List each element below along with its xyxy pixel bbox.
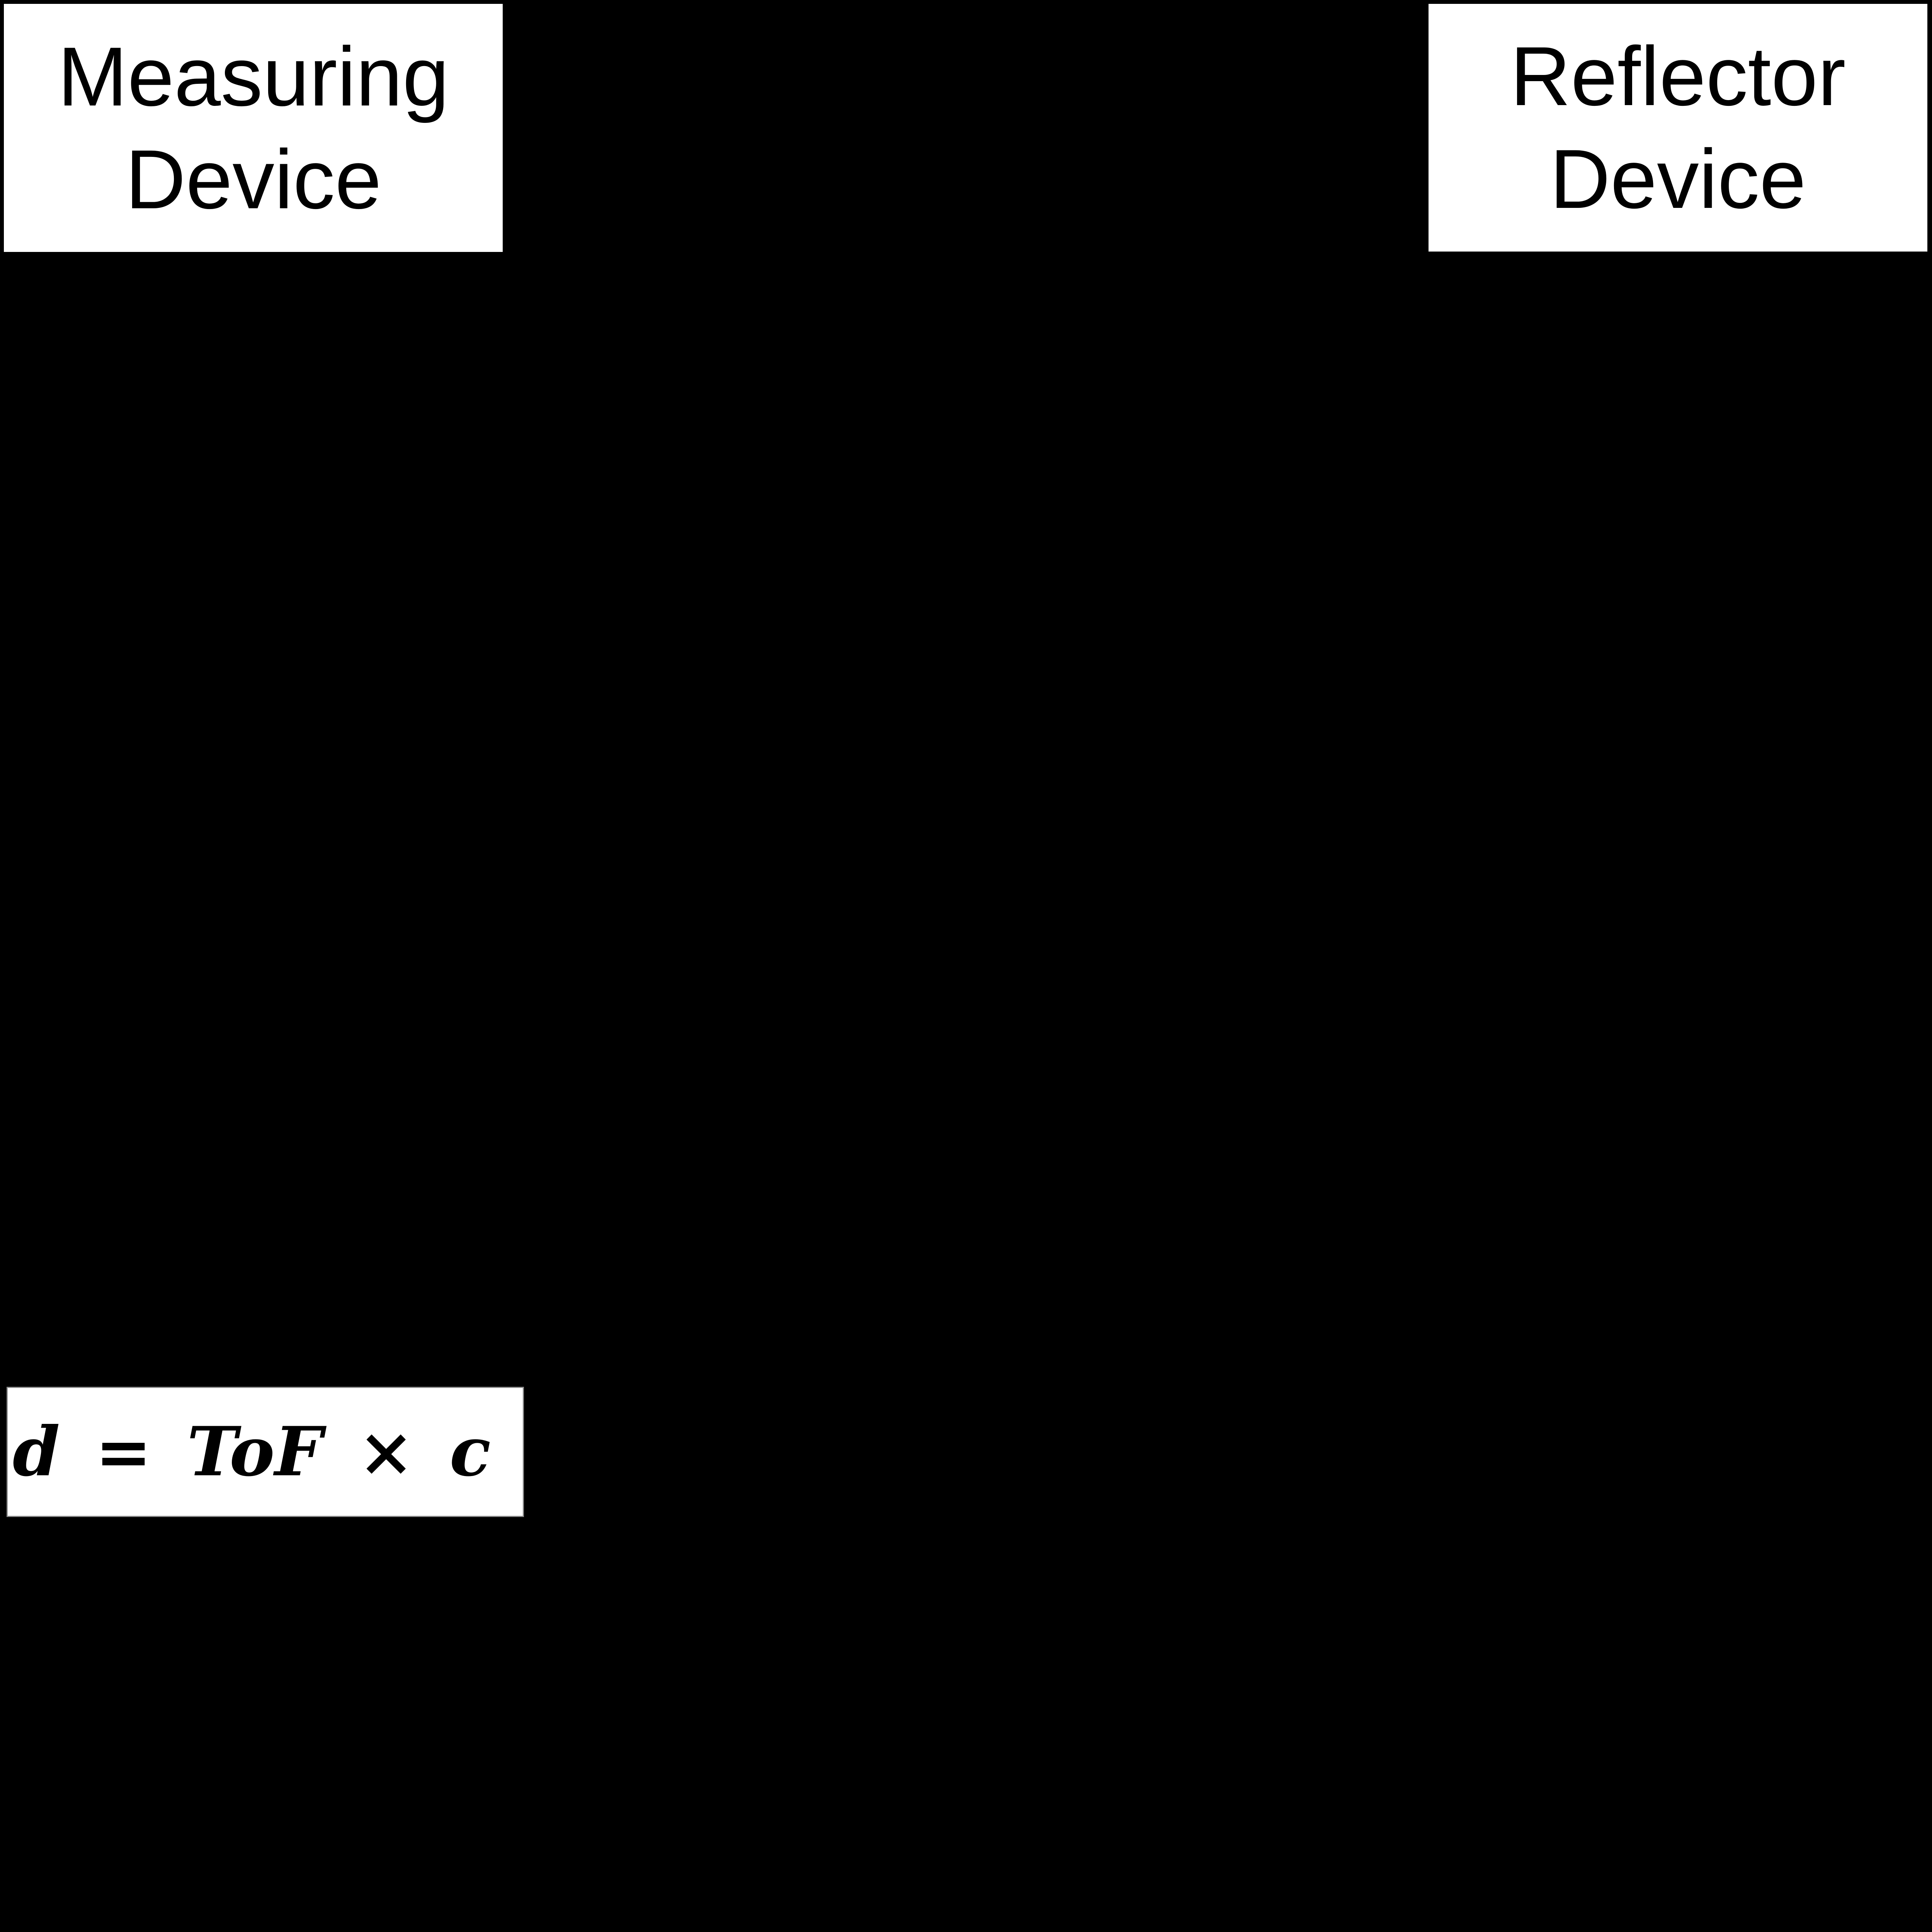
measuring-device-label: Measuring Device (58, 25, 449, 231)
distance-formula-box: d = ToF × c (7, 1386, 524, 1517)
formula-distance-variable: d (12, 1412, 60, 1492)
formula-tof-variable: ToF (187, 1412, 323, 1492)
reflector-device-label: Reflector Device (1510, 25, 1845, 231)
formula-times-sign: × (357, 1412, 415, 1492)
measuring-device-label-line2: Device (125, 133, 382, 226)
formula-equals-sign: = (95, 1412, 152, 1492)
reflector-device-label-line2: Device (1549, 132, 1806, 226)
formula-speed-variable: c (449, 1412, 491, 1492)
measuring-device-label-line1: Measuring (58, 29, 449, 123)
reflector-device-label-line1: Reflector (1510, 29, 1846, 123)
reflector-device-box: Reflector Device (1429, 4, 1927, 252)
measuring-device-box: Measuring Device (4, 4, 503, 252)
tof-ranging-diagram: Measuring Device Reflector Device d = To… (4, 4, 1927, 1517)
